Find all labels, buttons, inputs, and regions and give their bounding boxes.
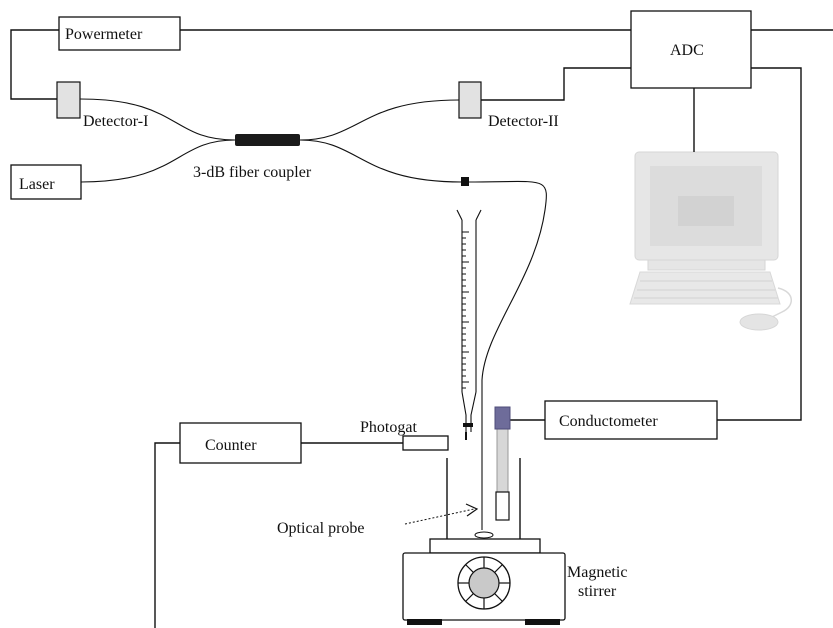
stirrer-label: stirrer bbox=[578, 583, 617, 600]
optical-probe-label: Optical probe bbox=[277, 520, 365, 537]
laser-box bbox=[10, 164, 82, 200]
stirrer-spoke bbox=[494, 564, 503, 573]
conductometer-box bbox=[544, 400, 718, 440]
powermeter-label: Powermeter bbox=[65, 26, 143, 43]
fiber-coupler bbox=[235, 134, 300, 146]
powermeter-box bbox=[58, 16, 181, 51]
fiber-connector bbox=[461, 177, 469, 186]
magnetic-label: Magnetic bbox=[567, 564, 627, 581]
detector-1 bbox=[56, 81, 81, 119]
optical-probe-pointer bbox=[404, 503, 479, 525]
photogate bbox=[402, 435, 449, 451]
stirrer-spoke bbox=[465, 564, 474, 573]
conductometer-label: Conductometer bbox=[559, 413, 658, 430]
conductivity-electrode bbox=[494, 406, 511, 521]
detector-2 bbox=[458, 81, 482, 119]
stirrer-spoke bbox=[465, 593, 474, 602]
photogat-label: Photogat bbox=[360, 419, 417, 436]
adc-label: ADC bbox=[670, 42, 704, 59]
counter-box bbox=[179, 422, 302, 464]
fibers bbox=[79, 98, 547, 530]
stirrer-spoke bbox=[494, 593, 503, 602]
coupler-label: 3-dB fiber coupler bbox=[193, 164, 312, 181]
adc-box bbox=[630, 10, 752, 89]
magnetic-stirrer bbox=[402, 538, 566, 625]
wires bbox=[10, 29, 833, 628]
beaker bbox=[446, 458, 521, 540]
counter-label: Counter bbox=[205, 437, 257, 454]
detector-1-label: Detector-I bbox=[83, 113, 148, 130]
burette bbox=[456, 209, 482, 440]
detector-2-label: Detector-II bbox=[488, 113, 559, 130]
computer-icon bbox=[629, 151, 792, 331]
laser-label: Laser bbox=[19, 176, 55, 193]
